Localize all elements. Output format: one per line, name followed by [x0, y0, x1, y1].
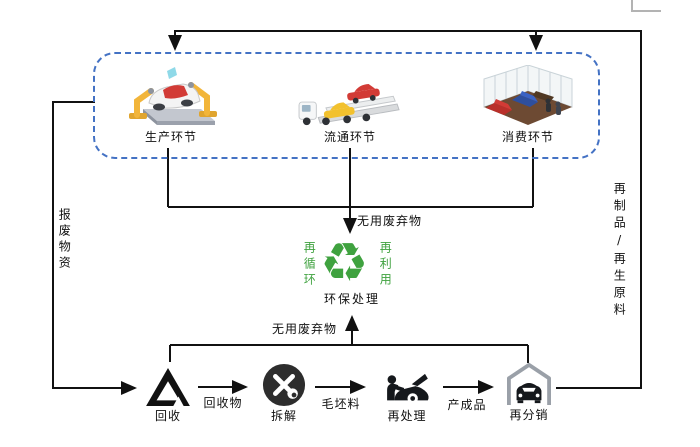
node-dismantle-label: 拆解: [270, 409, 297, 423]
scrap-loop-line: [52, 101, 137, 395]
blank-material-edge-label: 毛坯料: [321, 397, 361, 411]
recyclables-edge-label: 回收物: [203, 396, 243, 410]
recycle-left-label: 再循环: [302, 241, 317, 289]
node-dismantle: 拆解: [254, 363, 314, 423]
node-redistribute: 再分销: [499, 362, 559, 422]
recycling-symbol-icon: ♻: [320, 231, 369, 294]
recycle-triangle-icon: [145, 363, 191, 407]
stage-consumption: 消费环节: [478, 55, 578, 144]
finished-product-edge-label: 产成品: [447, 398, 487, 412]
stage-production: 生产环节: [121, 55, 221, 144]
stage-production-label: 生产环节: [144, 130, 197, 144]
stage-circulation-label: 流通环节: [323, 130, 376, 144]
frame-corner-artifact: [631, 0, 661, 12]
stage-circulation: 流通环节: [297, 55, 403, 144]
return-loop-line: [168, 30, 642, 389]
node-reprocess: 再处理: [377, 363, 437, 423]
stage-consumption-label: 消费环节: [501, 130, 554, 144]
tools-circle-icon: [262, 363, 306, 407]
car-showroom-icon: [482, 55, 574, 129]
node-recycle: 回收: [138, 363, 198, 423]
node-recycle-label: 回收: [154, 409, 181, 423]
node-redistribute-label: 再分销: [509, 408, 549, 422]
remanufactured-materials-label: 再制品/再生原料: [612, 182, 627, 320]
scrap-materials-label: 报废物资: [57, 208, 72, 272]
robot-arm-car-assembly-icon: [123, 55, 219, 129]
waste-label-bottom: 无用废弃物: [272, 322, 338, 336]
garage-car-icon: [505, 362, 553, 406]
waste-label-top: 无用废弃物: [357, 214, 423, 228]
lifecycle-stage-box: [93, 52, 600, 159]
node-reprocess-label: 再处理: [387, 409, 427, 423]
car-carrier-truck-icon: [297, 55, 403, 129]
eco-treatment-label: 环保处理: [324, 292, 381, 306]
reuse-right-label: 再利用: [378, 241, 393, 289]
car-repair-icon: [383, 363, 431, 407]
